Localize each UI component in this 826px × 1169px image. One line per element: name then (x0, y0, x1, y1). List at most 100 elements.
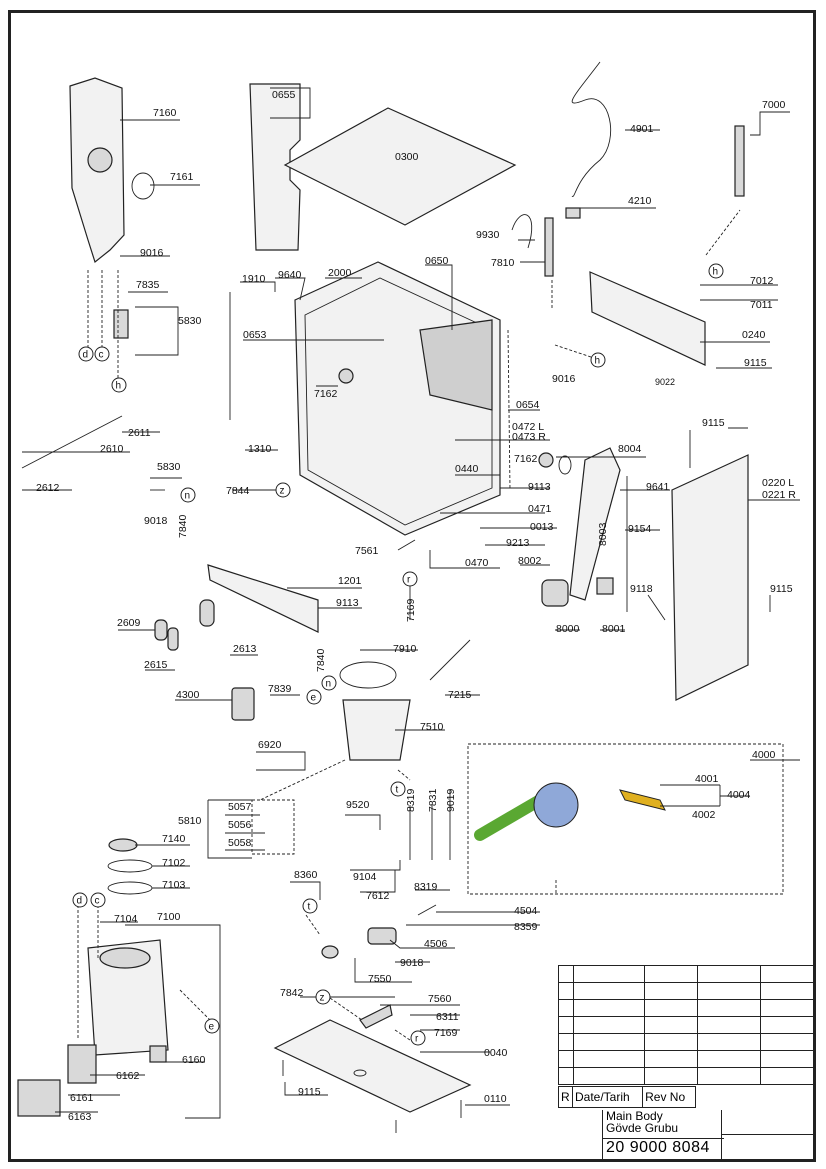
label-9115-b: 9115 (702, 417, 725, 429)
callout-r-1: r (402, 571, 418, 587)
drawing-name-block: Main Body Gövde Grubu 20 9000 8084 (602, 1110, 816, 1159)
label-7000: 7000 (762, 99, 786, 111)
callout-h-2: h (708, 263, 724, 279)
callout-t-2: t (302, 898, 318, 914)
label-0440: 0440 (455, 463, 479, 475)
label-6311: 6311 (436, 1011, 459, 1023)
part-5810-group (251, 799, 295, 855)
callout-z-1: z (275, 482, 291, 498)
svg-text:n: n (326, 679, 332, 690)
label-2611: 2611 (128, 427, 151, 439)
label-5058: 5058 (228, 837, 252, 849)
rev-no-label: Rev No (642, 1086, 696, 1108)
label-0220: 0220 L (762, 477, 794, 489)
callout-n-2: n (321, 675, 337, 691)
label-9016: 9016 (140, 247, 164, 259)
label-7011: 7011 (750, 299, 773, 311)
part-door-0220 (671, 454, 749, 701)
label-0221: 0221 R (762, 489, 796, 501)
label-5057: 5057 (228, 801, 252, 813)
label-7215: 7215 (448, 689, 472, 701)
part-2609 (154, 619, 168, 641)
callout-c-1: c (94, 346, 110, 362)
label-0013: 0013 (530, 521, 554, 533)
label-6163: 6163 (68, 1111, 92, 1123)
label-9118: 9118 (630, 583, 653, 595)
part-6162 (67, 1044, 97, 1084)
svg-text:e: e (311, 693, 317, 704)
part-4000-motor (533, 782, 579, 828)
label-9115-c: 9115 (770, 583, 793, 595)
label-8319-a: 8319 (405, 788, 417, 812)
part-8004 (569, 447, 621, 601)
callout-e-2: e (204, 1018, 220, 1034)
label-7840-a: 7840 (177, 514, 189, 538)
label-7162-b: 7162 (514, 453, 538, 465)
label-9104: 9104 (353, 871, 377, 883)
label-5830-b: 5830 (157, 461, 181, 473)
label-2000: 2000 (328, 267, 352, 279)
label-8004: 8004 (618, 443, 642, 455)
label-0240: 0240 (742, 329, 766, 341)
title-empty-box (721, 1110, 816, 1159)
label-9113-b: 9113 (336, 597, 359, 609)
label-7103: 7103 (162, 879, 186, 891)
svg-text:r: r (415, 1034, 419, 1045)
label-2609: 2609 (117, 617, 141, 629)
label-1201: 1201 (338, 575, 362, 587)
date-label: Date/Tarih (571, 1086, 644, 1108)
part-9930 (511, 214, 533, 249)
label-8359: 8359 (514, 921, 538, 933)
label-7510: 7510 (420, 721, 444, 733)
part-4506 (367, 927, 397, 945)
label-2613: 2613 (233, 643, 257, 655)
svg-text:d: d (77, 896, 83, 907)
part-7162-b (538, 452, 554, 468)
callout-n-1: n (180, 487, 196, 503)
part-7000 (734, 125, 745, 197)
drawing-number: 20 9000 8084 (603, 1138, 724, 1157)
part-7162-a (338, 368, 354, 384)
label-7839: 7839 (268, 683, 292, 695)
svg-text:h: h (595, 356, 601, 367)
part-0240 (589, 271, 706, 366)
label-7160: 7160 (153, 107, 177, 119)
assembly-name-tr: Gövde Grubu (606, 1121, 679, 1135)
svg-text:t: t (308, 902, 311, 913)
label-7560: 7560 (428, 993, 452, 1005)
part-1201 (207, 564, 319, 633)
callout-h-3: h (590, 352, 606, 368)
label-9930: 9930 (476, 229, 500, 241)
part-4000-pump (474, 794, 546, 841)
label-9640: 9640 (278, 269, 302, 281)
svg-text:h: h (116, 381, 122, 392)
label-5056: 5056 (228, 819, 252, 831)
part-7102 (107, 859, 153, 873)
label-0653: 0653 (243, 329, 267, 341)
drawing-frame (8, 10, 816, 1162)
part-7810 (544, 217, 554, 277)
svg-text:n: n (185, 491, 191, 502)
label-0471: 0471 (528, 503, 552, 515)
dashed-connectors (77, 209, 741, 1041)
part-7215 (429, 639, 471, 681)
callout-d-2: d (72, 892, 88, 908)
label-7910: 7910 (393, 643, 417, 655)
label-7810: 7810 (491, 257, 515, 269)
label-6160: 6160 (182, 1054, 206, 1066)
part-6163 (17, 1079, 61, 1117)
label-8319-b: 8319 (414, 881, 438, 893)
label-6161: 6161 (70, 1092, 94, 1104)
part-2610 (21, 415, 123, 469)
label-8002: 8002 (518, 555, 542, 567)
label-4002: 4002 (692, 809, 716, 821)
label-4504: 4504 (514, 905, 538, 917)
part-4300 (231, 687, 255, 721)
svg-text:c: c (95, 896, 100, 907)
label-7831: 7831 (427, 788, 439, 812)
label-1310: 1310 (248, 443, 272, 455)
label-9022: 9022 (655, 377, 675, 387)
label-0300: 0300 (395, 151, 419, 163)
part-7550 (321, 945, 339, 959)
